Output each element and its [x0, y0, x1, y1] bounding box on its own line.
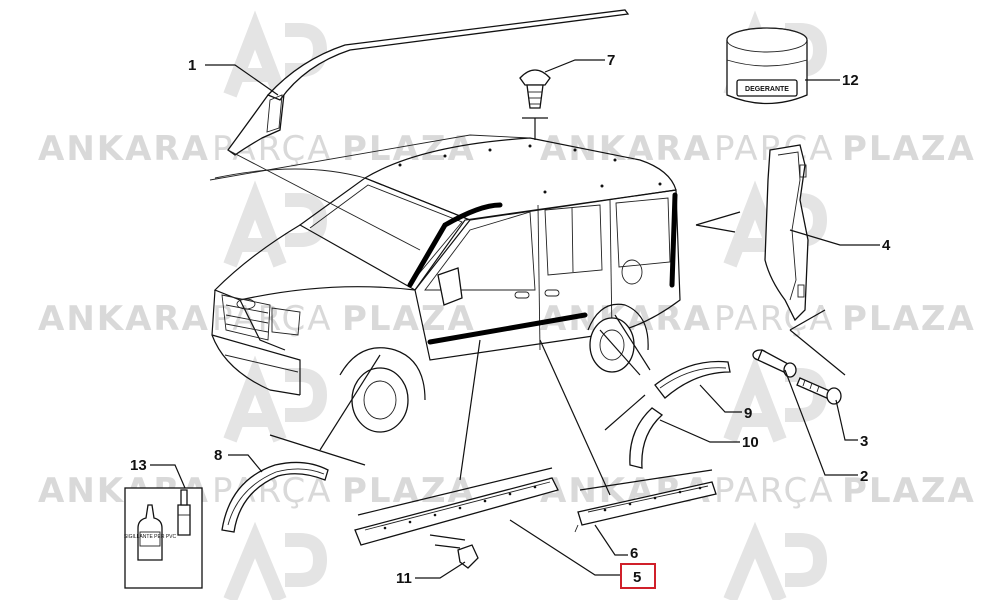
callout-1[interactable]: 1: [188, 57, 196, 74]
callout-4[interactable]: 4: [882, 237, 891, 254]
callout-8[interactable]: 8: [214, 447, 222, 464]
callout-2[interactable]: 2: [860, 468, 868, 485]
part-rear-arch-lower: [629, 407, 664, 469]
part-sill-moulding-right: [574, 481, 717, 533]
callout-11[interactable]: 11: [396, 570, 412, 587]
callout-3[interactable]: 3: [860, 433, 868, 450]
part-rear-arch-upper: [654, 360, 731, 399]
part-screw: [796, 377, 842, 405]
watermark-row-1: ANKARA PARÇA PLAZA ANKARA PARÇA PLAZA: [38, 129, 976, 169]
callout-5[interactable]: 5: [633, 569, 641, 586]
watermark-brand: ANKARA: [38, 299, 210, 339]
callout-7[interactable]: 7: [607, 52, 615, 69]
part-front-wheel-arch: [221, 461, 329, 533]
callout-12[interactable]: 12: [842, 72, 859, 89]
watermark-brand: PLAZA: [842, 471, 976, 511]
leader-line: [579, 469, 713, 491]
bottle-label: SIGILLANTE PER PVC: [124, 534, 177, 540]
callout-leaders: [150, 59, 880, 579]
part-degreaser-jar: DEGERANTE: [726, 27, 808, 105]
part-pillar-roof-trim: [227, 9, 630, 251]
van-illustration: [209, 134, 681, 433]
part-retaining-clip: [429, 534, 479, 569]
part-sealant-kit: SIGILLANTE PER PVC: [124, 487, 203, 589]
part-bolt: [752, 349, 797, 378]
callout-6[interactable]: 6: [630, 545, 638, 562]
callout-9[interactable]: 9: [744, 405, 752, 422]
callout-labels: 1 2 3 4 5 6 7 8 9 10 11 12 13: [130, 52, 891, 589]
watermark-brand: ANKARA: [540, 129, 712, 169]
leader-line: [789, 309, 826, 331]
part-clip-fastener: [519, 69, 551, 140]
leader-line: [599, 329, 641, 376]
leader-line: [319, 354, 381, 451]
watermark-brand: PLAZA: [842, 299, 976, 339]
callout-10[interactable]: 10: [742, 434, 759, 451]
callout-5-highlight-box: [620, 563, 656, 589]
jar-label: DEGERANTE: [745, 86, 789, 93]
watermark-brand: PLAZA: [842, 129, 976, 169]
watermark-brand: PLAZA: [342, 299, 476, 339]
leader-line: [614, 314, 651, 371]
watermark-brand: PARÇA: [714, 471, 835, 511]
watermark-row-2: ANKARA PARÇA PLAZA ANKARA PARÇA PLAZA: [38, 299, 976, 339]
part-sill-moulding-left: [354, 477, 559, 546]
watermark-brand: ANKARA: [38, 129, 210, 169]
leader-line: [357, 467, 553, 516]
part-rear-pillar-trim: [695, 144, 809, 322]
watermark-brand: PLAZA: [342, 129, 476, 169]
leader-line: [459, 339, 481, 481]
leader-line: [789, 329, 846, 376]
leader-line: [539, 339, 611, 496]
leader-line: [604, 394, 646, 431]
callout-13[interactable]: 13: [130, 457, 147, 474]
leader-line: [269, 434, 366, 466]
watermark-brand: PARÇA: [714, 299, 835, 339]
